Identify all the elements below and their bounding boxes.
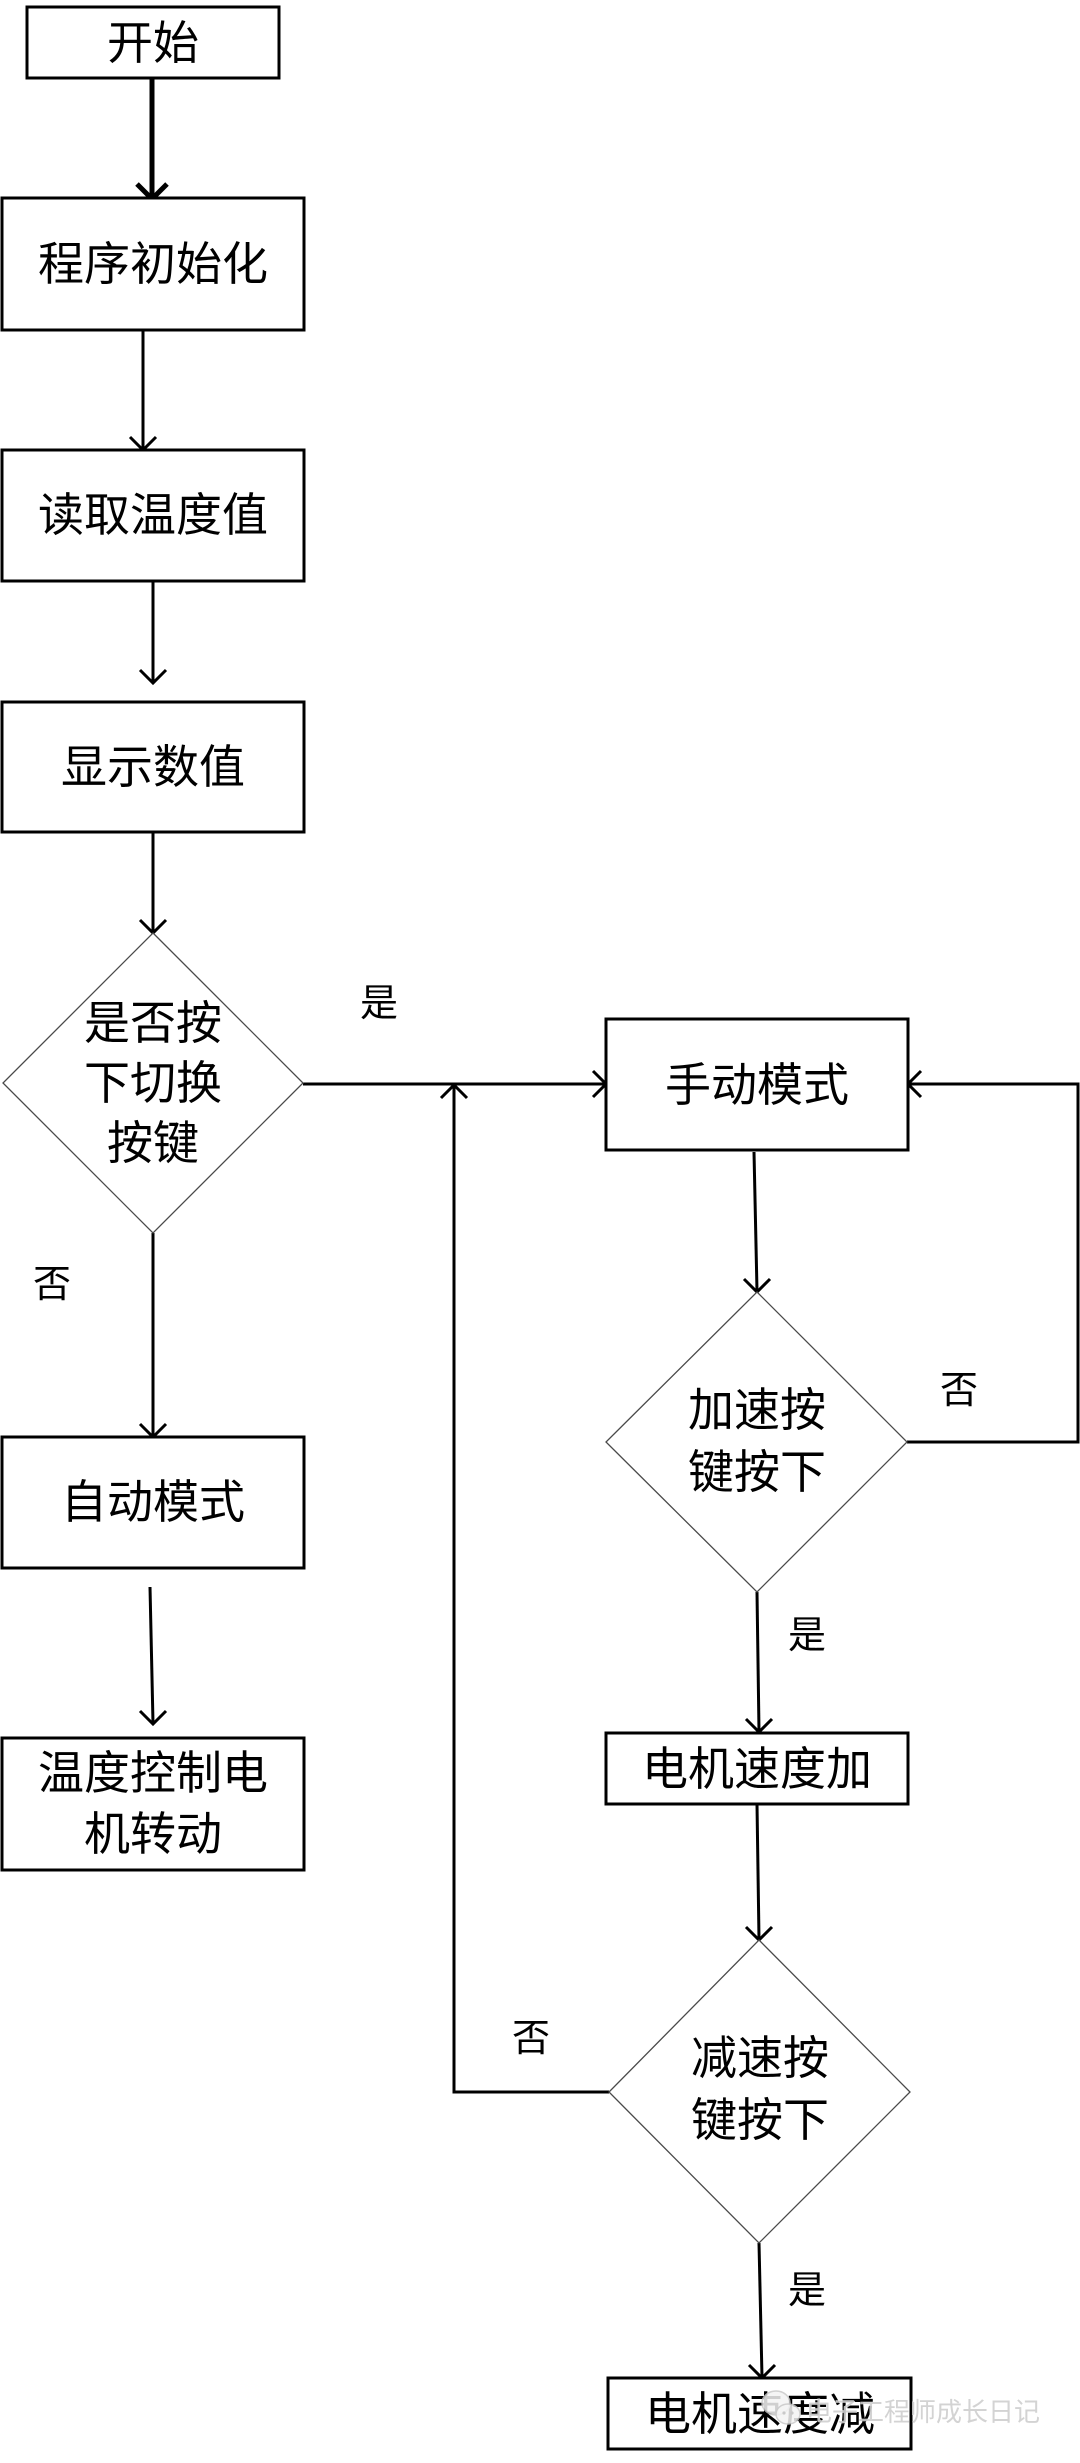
edge-manual-to-accel — [742, 1151, 772, 1295]
wechat-icon — [761, 2390, 801, 2425]
edge-line — [755, 1591, 761, 1732]
node-temp-control: 温度控制电 机转动 — [0, 1736, 306, 1872]
init-box — [0, 196, 306, 332]
decel-decision-diamond — [608, 1939, 911, 2244]
edge-line — [148, 1586, 155, 1724]
display-box — [0, 700, 306, 834]
display-label: 显示数值 — [61, 740, 245, 794]
edge-line — [757, 2242, 764, 2378]
node-accel-decision: 加速按 键按下 — [605, 1291, 908, 1593]
auto-mode-label: 自动模式 — [61, 1475, 245, 1529]
edge-init-to-read — [128, 330, 158, 453]
switch-decision-line-2: 下切换 — [84, 1056, 222, 1110]
start-label: 开始 — [107, 16, 199, 70]
edge-auto-to-temp-control — [138, 1586, 168, 1727]
speed-up-box — [604, 1731, 910, 1806]
arrowhead-down-icon — [138, 1709, 168, 1727]
decel-decision-line-1: 减速按 — [691, 2031, 829, 2085]
edge-decel-no-loop — [439, 1082, 609, 2094]
node-init: 程序初始化 — [0, 196, 306, 332]
arrowhead-up-icon — [439, 1082, 469, 1100]
read-temp-label: 读取温度值 — [38, 488, 268, 542]
decel-decision-line-2: 键按下 — [691, 2093, 829, 2147]
accel-decision-line-2: 键按下 — [688, 1445, 826, 1499]
edge-display-to-switch — [138, 832, 168, 936]
accel-yes-label: 是 — [788, 1613, 826, 1657]
node-auto-mode: 自动模式 — [0, 1435, 306, 1570]
speed-down-box — [606, 2376, 913, 2451]
switch-decision-line-3: 按键 — [107, 1116, 199, 1170]
accel-no-label: 否 — [940, 1368, 978, 1412]
edge-accel-no-loop — [905, 1069, 1080, 1444]
edge-read-to-display — [138, 581, 168, 686]
edge-line — [752, 1151, 759, 1292]
edge-speed-up-to-decel — [744, 1803, 774, 1943]
speed-up-label: 电机速度加 — [642, 1742, 872, 1796]
manual-mode-box — [604, 1017, 910, 1152]
node-switch-decision: 是否按 下切换 按键 — [2, 932, 304, 1234]
node-display: 显示数值 — [0, 700, 306, 834]
edge-decel-yes-to-speed-down — [747, 2242, 777, 2381]
edge-switch-no-to-auto — [138, 1233, 168, 1440]
switch-yes-label: 是 — [360, 981, 398, 1025]
node-manual-mode: 手动模式 — [604, 1017, 910, 1152]
auto-mode-box — [0, 1435, 306, 1570]
watermark: 电子工程师成长日记 — [761, 2390, 1040, 2428]
connectors — [128, 78, 1080, 2381]
accel-decision-diamond — [605, 1291, 908, 1593]
switch-decision-diamond — [2, 932, 304, 1234]
switch-decision-line-1: 是否按 — [84, 996, 222, 1050]
node-start: 开始 — [25, 5, 281, 80]
edge-line — [452, 1086, 609, 2094]
start-box — [25, 5, 281, 80]
temp-control-label-line-2: 机转动 — [84, 1807, 222, 1861]
arrowhead-down-icon — [138, 668, 168, 686]
read-temp-box — [0, 448, 306, 583]
edge-line — [907, 1082, 1080, 1444]
speed-down-label: 电机速度减 — [645, 2387, 875, 2441]
node-decel-decision: 减速按 键按下 — [608, 1939, 911, 2244]
node-read-temp: 读取温度值 — [0, 448, 306, 583]
node-speed-down: 电机速度减 — [606, 2376, 913, 2451]
switch-no-label: 否 — [33, 1262, 71, 1306]
manual-mode-label: 手动模式 — [665, 1058, 849, 1112]
decel-no-label: 否 — [512, 2016, 550, 2060]
node-speed-up: 电机速度加 — [604, 1731, 910, 1806]
edge-line — [755, 1803, 761, 1940]
init-label: 程序初始化 — [38, 237, 268, 291]
decel-yes-label: 是 — [788, 2268, 826, 2312]
watermark-text: 电子工程师成长日记 — [806, 2398, 1040, 2428]
edge-accel-yes-to-speed-up — [744, 1591, 774, 1735]
temp-control-label-line-1: 温度控制电 — [38, 1746, 268, 1800]
edge-labels: 是 否 否 是 否 是 — [33, 981, 978, 2312]
temp-control-box — [0, 1736, 306, 1872]
edge-start-to-init — [135, 78, 169, 203]
accel-decision-line-1: 加速按 — [688, 1383, 826, 1437]
